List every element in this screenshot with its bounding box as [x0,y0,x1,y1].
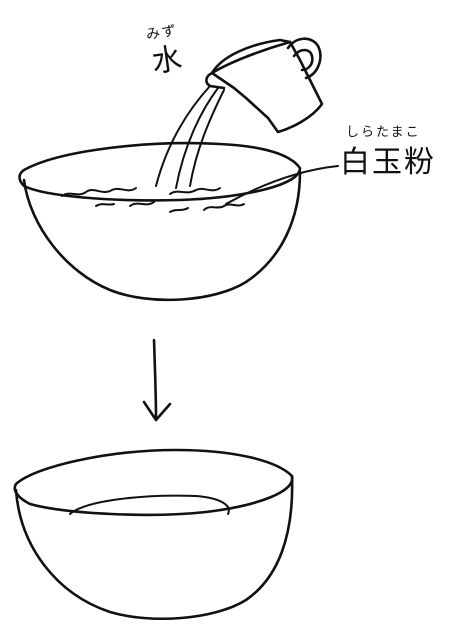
bowl-with-flour [18,141,302,302]
down-arrow-icon [142,338,172,422]
measuring-cup [205,37,324,134]
water-label: 水 [149,40,187,81]
shiratamako-reading: しらたまこ [346,125,421,140]
leader-line [225,165,339,205]
bowl-with-water [13,448,294,620]
shiratamako-label: 白玉粉 [340,145,436,180]
water-stream [155,85,225,189]
water-reading: みず [145,22,179,44]
